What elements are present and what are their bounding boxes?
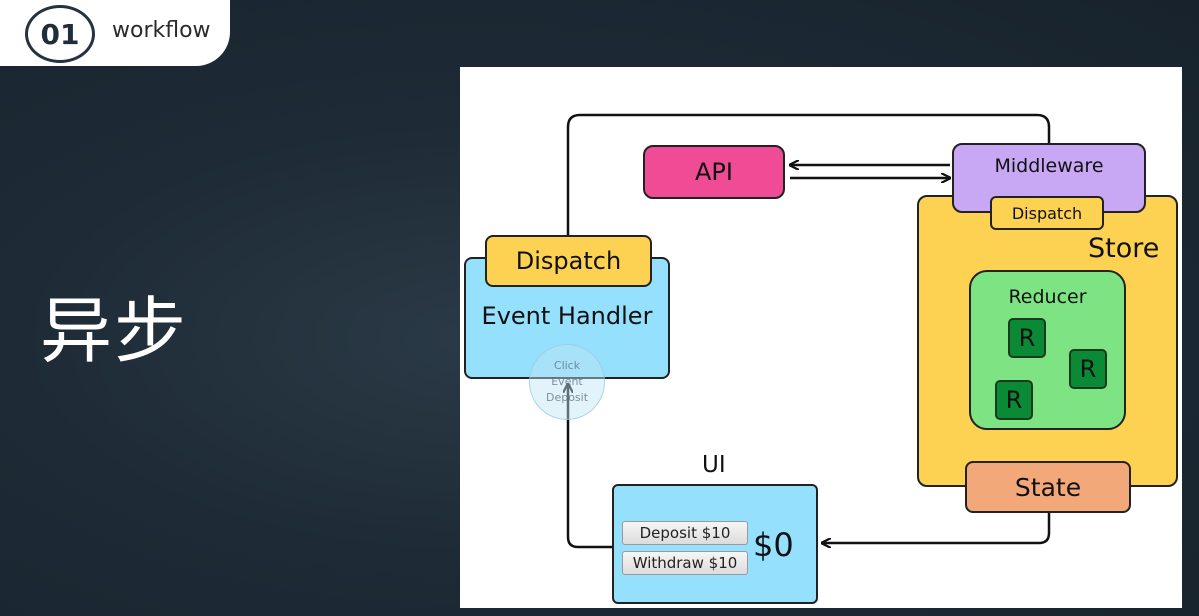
section-title: workflow (112, 18, 211, 43)
arrow-state-to-ui (822, 513, 1051, 543)
site-logo: bilibili (92, 0, 177, 13)
arrow-ui-to-event-handler (568, 384, 612, 549)
state-box: State (965, 461, 1131, 513)
slide-heading: 异步 (40, 289, 189, 373)
withdraw-button[interactable]: Withdraw $10 (622, 551, 748, 575)
event-handler-label: Event Handler (481, 302, 653, 330)
ui-balance: $0 (753, 526, 794, 564)
reducer-label: Reducer (1008, 286, 1087, 308)
arrow-dispatch-to-middleware (566, 113, 1051, 237)
redux-async-flow-diagram: API Store Middleware Dispatch Reducer R … (460, 67, 1182, 608)
reducer-item: R (995, 380, 1033, 420)
reducer-item: R (1008, 318, 1046, 358)
ui-box: Deposit $10 Withdraw $10 $0 (612, 484, 818, 604)
api-box: API (643, 145, 785, 199)
state-label: State (1014, 472, 1082, 502)
api-label: API (695, 158, 733, 186)
middleware-box: Middleware (952, 143, 1146, 213)
click-event-hint: Click Event Deposit (529, 344, 605, 420)
deposit-button[interactable]: Deposit $10 (622, 521, 748, 545)
middleware-dispatch-box: Dispatch (990, 196, 1104, 230)
section-number-badge: 01 (25, 5, 95, 63)
store-label: Store (1088, 233, 1160, 264)
click-hint-line: Event (551, 375, 583, 388)
event-dispatch-box: Dispatch (485, 235, 652, 287)
click-hint-line: Deposit (545, 391, 589, 404)
ui-label: UI (702, 452, 726, 478)
middleware-dispatch-label: Dispatch (1011, 203, 1083, 223)
click-hint-line: Click (553, 359, 581, 372)
middleware-label: Middleware (994, 155, 1104, 177)
event-dispatch-label: Dispatch (515, 247, 622, 275)
reducer-item: R (1069, 349, 1107, 389)
